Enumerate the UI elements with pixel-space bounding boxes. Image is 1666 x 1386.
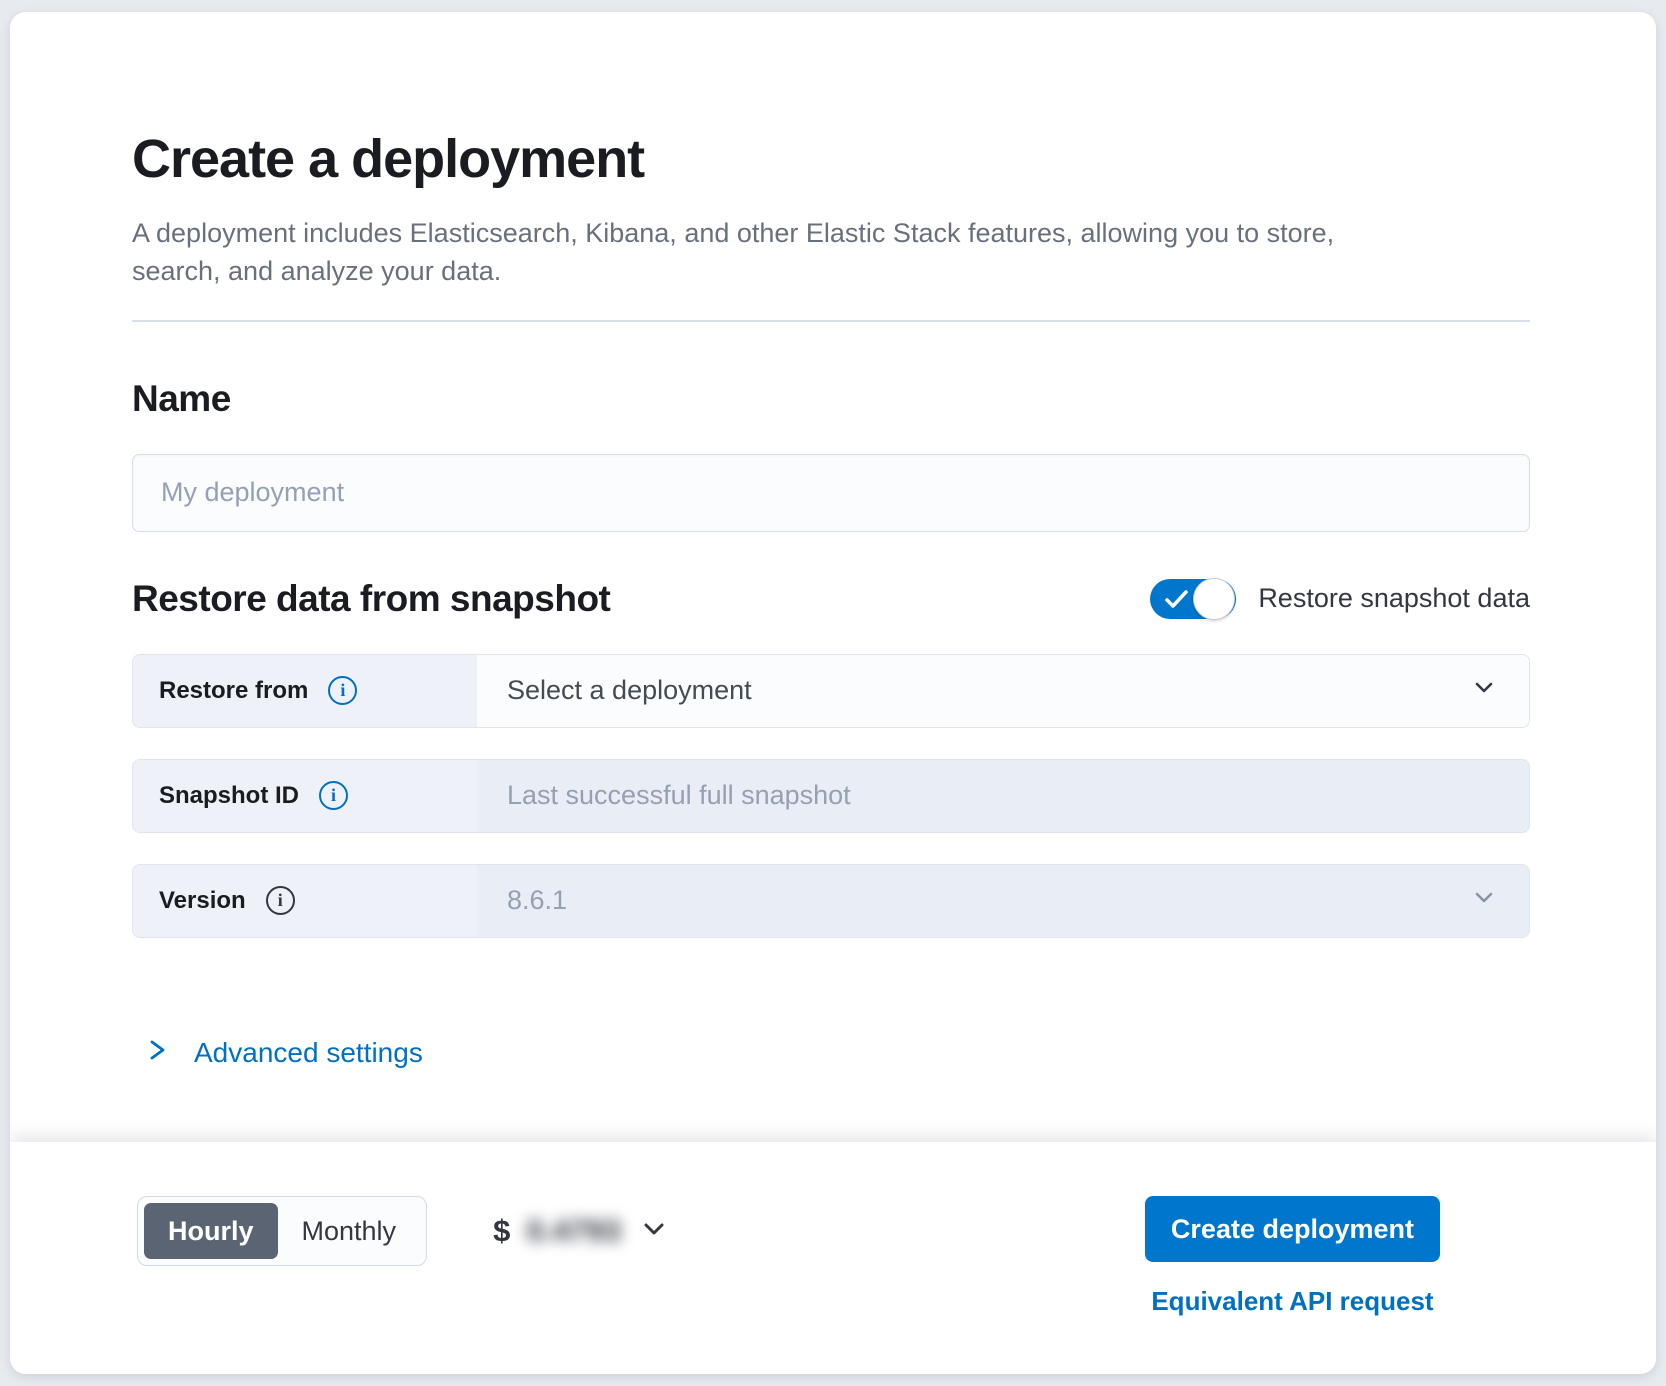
info-icon[interactable]: i [319,781,349,811]
version-label: Version [159,886,246,914]
version-select: 8.6.1 [477,864,1529,937]
restore-toggle-label: Restore snapshot data [1258,583,1530,614]
restore-from-label-cell: Restore from i [133,654,477,727]
chevron-down-icon [1469,672,1499,709]
billing-hourly-button[interactable]: Hourly [144,1203,278,1259]
chevron-down-icon [637,1212,671,1251]
version-label-cell: Version i [133,864,477,937]
deployment-name-input[interactable] [132,453,1530,532]
restore-from-row: Restore from i Select a deployment [132,653,1530,728]
snapshot-id-input: Last successful full snapshot [477,759,1529,832]
create-deployment-button[interactable]: Create deployment [1144,1196,1440,1262]
bottom-bar: Hourly Monthly $ 0.4793 Create deploymen… [10,1142,1656,1374]
restore-section-heading: Restore data from snapshot [132,577,611,619]
main-content: Create a deployment A deployment include… [10,12,1656,1142]
snapshot-id-row: Snapshot ID i Last successful full snaps… [132,758,1530,833]
price-masked-value: 0.4793 [526,1213,622,1248]
header-divider [132,319,1530,322]
version-row: Version i 8.6.1 [132,863,1530,938]
page-title: Create a deployment [132,129,645,189]
name-section-heading: Name [132,377,231,419]
billing-period-group: Hourly Monthly [137,1196,428,1266]
billing-monthly-button[interactable]: Monthly [278,1203,421,1259]
check-icon [1164,588,1190,615]
chevron-down-icon [1469,882,1499,919]
price-currency: $ [493,1213,511,1248]
advanced-settings-link[interactable]: Advanced settings [132,1035,423,1072]
restore-snapshot-toggle[interactable] [1150,577,1237,620]
restore-from-label: Restore from [159,676,309,704]
create-deployment-card: Create a deployment A deployment include… [10,12,1656,1374]
toggle-thumb-icon [1193,577,1236,620]
snapshot-id-label-cell: Snapshot ID i [133,759,477,832]
advanced-settings-label: Advanced settings [194,1037,423,1069]
version-value: 8.6.1 [507,885,568,916]
page-subtitle: A deployment includes Elasticsearch, Kib… [132,217,1335,286]
snapshot-id-placeholder: Last successful full snapshot [507,780,851,811]
restore-from-select[interactable]: Select a deployment [477,654,1529,727]
chevron-right-icon [144,1035,170,1072]
price-dropdown[interactable]: $ 0.4793 [493,1212,671,1251]
info-icon[interactable]: i [328,676,358,706]
restore-from-value: Select a deployment [507,675,752,706]
snapshot-id-label: Snapshot ID [159,781,300,809]
equivalent-api-request-link[interactable]: Equivalent API request [1151,1286,1434,1316]
info-icon: i [265,886,295,916]
